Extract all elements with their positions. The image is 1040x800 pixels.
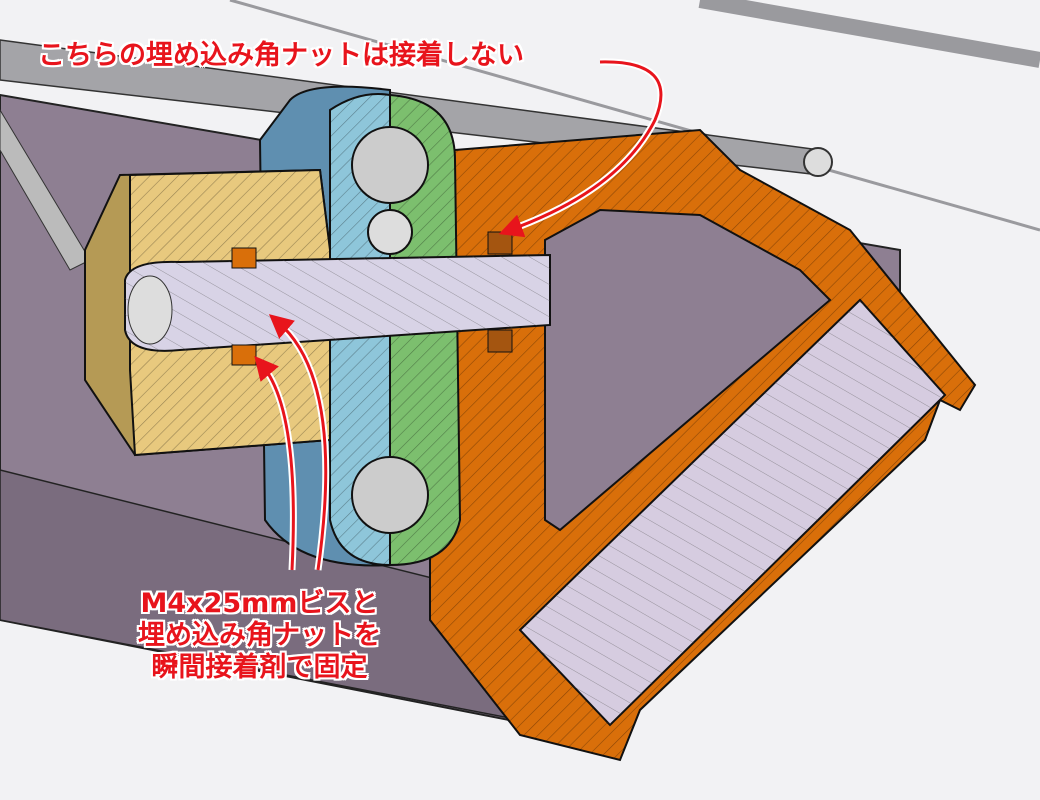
arrow-to-bolt [268,314,328,571]
arrow-to-glued-nut [254,355,295,571]
arrow-to-unglued-nut [498,60,663,238]
m4-bolt [124,231,551,366]
bracket-section [429,128,977,762]
annotation-line: 埋め込み角ナットを [138,620,381,651]
annotation-arrows [254,58,665,571]
annotation-line: M4x25mmビスと [140,588,379,619]
annotation-glued: M4x25mmビスと 埋め込み角ナットを 瞬間接着剤で固定 [138,588,381,684]
annotation-not-glued: こちらの埋め込み角ナットは接着しない [38,40,524,71]
annotation-line: 瞬間接着剤で固定 [151,652,368,683]
